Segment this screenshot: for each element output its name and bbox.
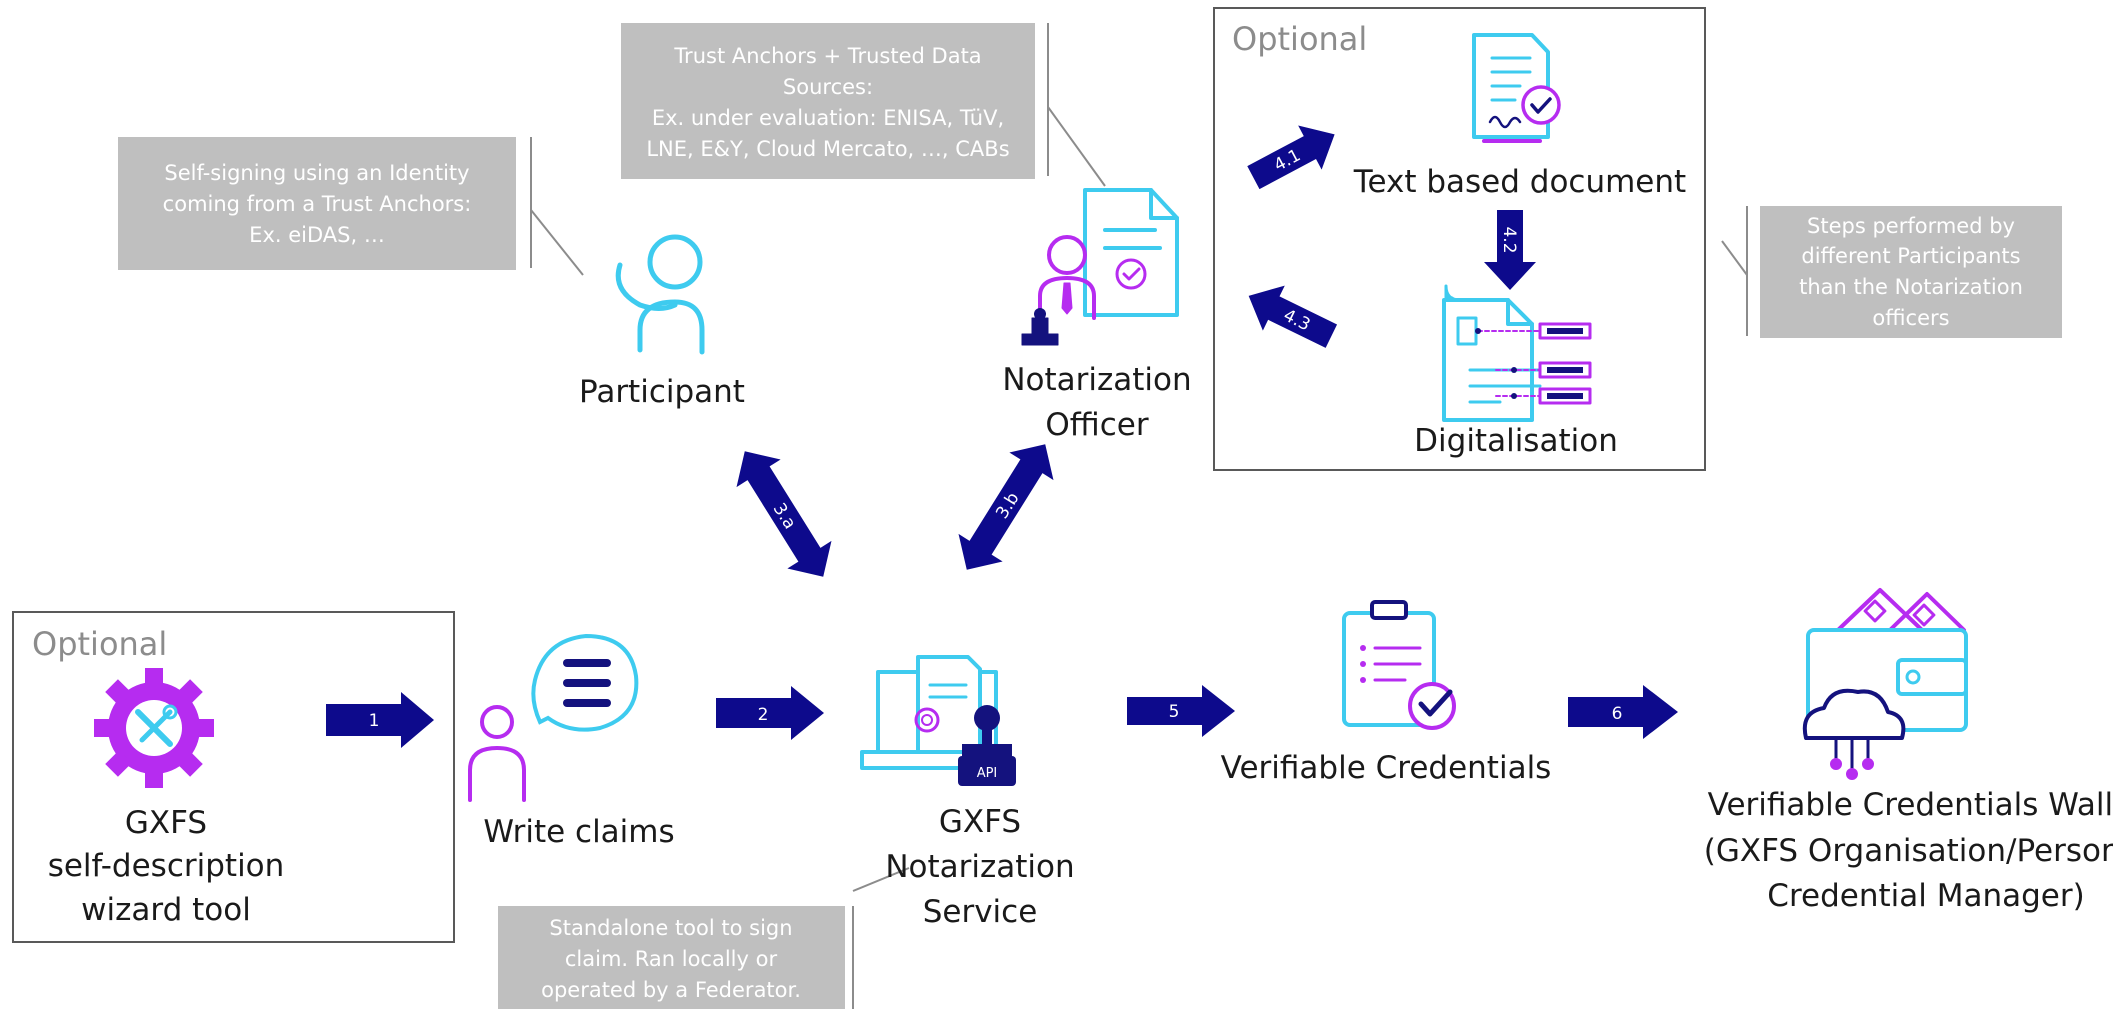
arrow-4-2: 4.2: [1484, 210, 1536, 290]
wizard-label-3: wizard tool: [81, 892, 251, 928]
note-self-signing-line-3: Ex. eiDAS, …: [249, 223, 385, 247]
arrow-4-1: 4.1: [1247, 125, 1335, 190]
optional-label-bottom: Optional: [32, 625, 167, 663]
note-self-signing: Self-signing using an Identity coming fr…: [118, 137, 584, 276]
note-steps-line-3: than the Notarization: [1799, 275, 2023, 299]
notarization-service-label-1: GXFS: [939, 804, 1021, 840]
write-claims-label: Write claims: [483, 814, 674, 850]
text-document-label: Text based document: [1353, 164, 1686, 200]
note-standalone: Standalone tool to sign claim. Ran local…: [498, 867, 910, 1009]
person-speech-bubble-icon: [468, 633, 639, 802]
note-self-signing-line-2: coming from a Trust Anchors:: [163, 192, 472, 216]
note-steps-line-1: Steps performed by: [1807, 214, 2015, 238]
participant-label: Participant: [579, 374, 745, 410]
note-trust-anchors-line-1: Trust Anchors + Trusted Data: [673, 44, 981, 68]
wallet-label-2: (GXFS Organisation/Personal: [1704, 833, 2113, 869]
arrow-4-3: 4.3: [1248, 285, 1338, 348]
notarization-service-label-2: Notarization: [885, 849, 1074, 885]
document-stamp-api-icon: API: [860, 655, 1016, 786]
officer-document-stamp-icon: [1021, 188, 1179, 346]
signed-document-icon: [1472, 33, 1561, 143]
arrow-3b: 3.b: [958, 444, 1054, 570]
wizard-label-2: self-description: [48, 848, 285, 884]
notarization-officer-label-2: Officer: [1045, 407, 1148, 443]
arrow-1-label: 1: [369, 711, 380, 731]
document-data-fields-icon: [1442, 284, 1592, 422]
arrow-3a: 3.a: [736, 451, 832, 577]
arrow-5-label: 5: [1169, 702, 1180, 722]
verifiable-credentials-label: Verifiable Credentials: [1221, 750, 1552, 786]
notarization-service-label-3: Service: [923, 894, 1038, 930]
wallet-label-1: Verifiable Credentials Wallet: [1708, 787, 2113, 823]
arrow-2-label: 2: [758, 705, 769, 725]
wizard-label-1: GXFS: [125, 805, 207, 841]
optional-box-top: Optional: [1213, 7, 1706, 471]
gear-tools-icon: [94, 668, 214, 788]
arrow-5: 5: [1127, 685, 1235, 737]
arrow-6-label: 6: [1612, 704, 1623, 724]
note-steps-line-4: officers: [1872, 306, 1949, 330]
person-waving-icon: [615, 234, 705, 355]
optional-label-top: Optional: [1232, 20, 1367, 58]
note-standalone-line-1: Standalone tool to sign: [549, 916, 792, 940]
note-steps-line-2: different Participants: [1801, 244, 2020, 268]
notarization-officer-label-1: Notarization: [1002, 362, 1191, 398]
arrow-1: 1: [326, 692, 434, 748]
note-standalone-line-3: operated by a Federator.: [541, 978, 801, 1002]
arrow-4-2-label: 4.2: [1499, 226, 1519, 253]
wallet-label-3: Credential Manager): [1767, 878, 2084, 914]
arrow-6: 6: [1568, 685, 1678, 739]
note-trust-anchors: Trust Anchors + Trusted Data Sources: Ex…: [621, 23, 1106, 187]
wallet-cloud-icon: [1802, 588, 1968, 780]
note-steps-performed: Steps performed by different Participant…: [1721, 206, 2062, 338]
note-trust-anchors-line-4: LNE, E&Y, Cloud Mercato, …, CABs: [646, 137, 1009, 161]
api-badge-text: API: [977, 766, 998, 781]
clipboard-check-icon: [1342, 600, 1456, 730]
optional-box-bottom: Optional: [12, 611, 455, 943]
note-standalone-line-2: claim. Ran locally or: [565, 947, 778, 971]
note-trust-anchors-line-3: Ex. under evaluation: ENISA, TüV,: [652, 106, 1004, 130]
note-self-signing-line-1: Self-signing using an Identity: [164, 161, 469, 185]
digitalisation-label: Digitalisation: [1414, 423, 1618, 459]
arrow-2: 2: [716, 686, 824, 740]
note-trust-anchors-line-2: Sources:: [783, 75, 873, 99]
